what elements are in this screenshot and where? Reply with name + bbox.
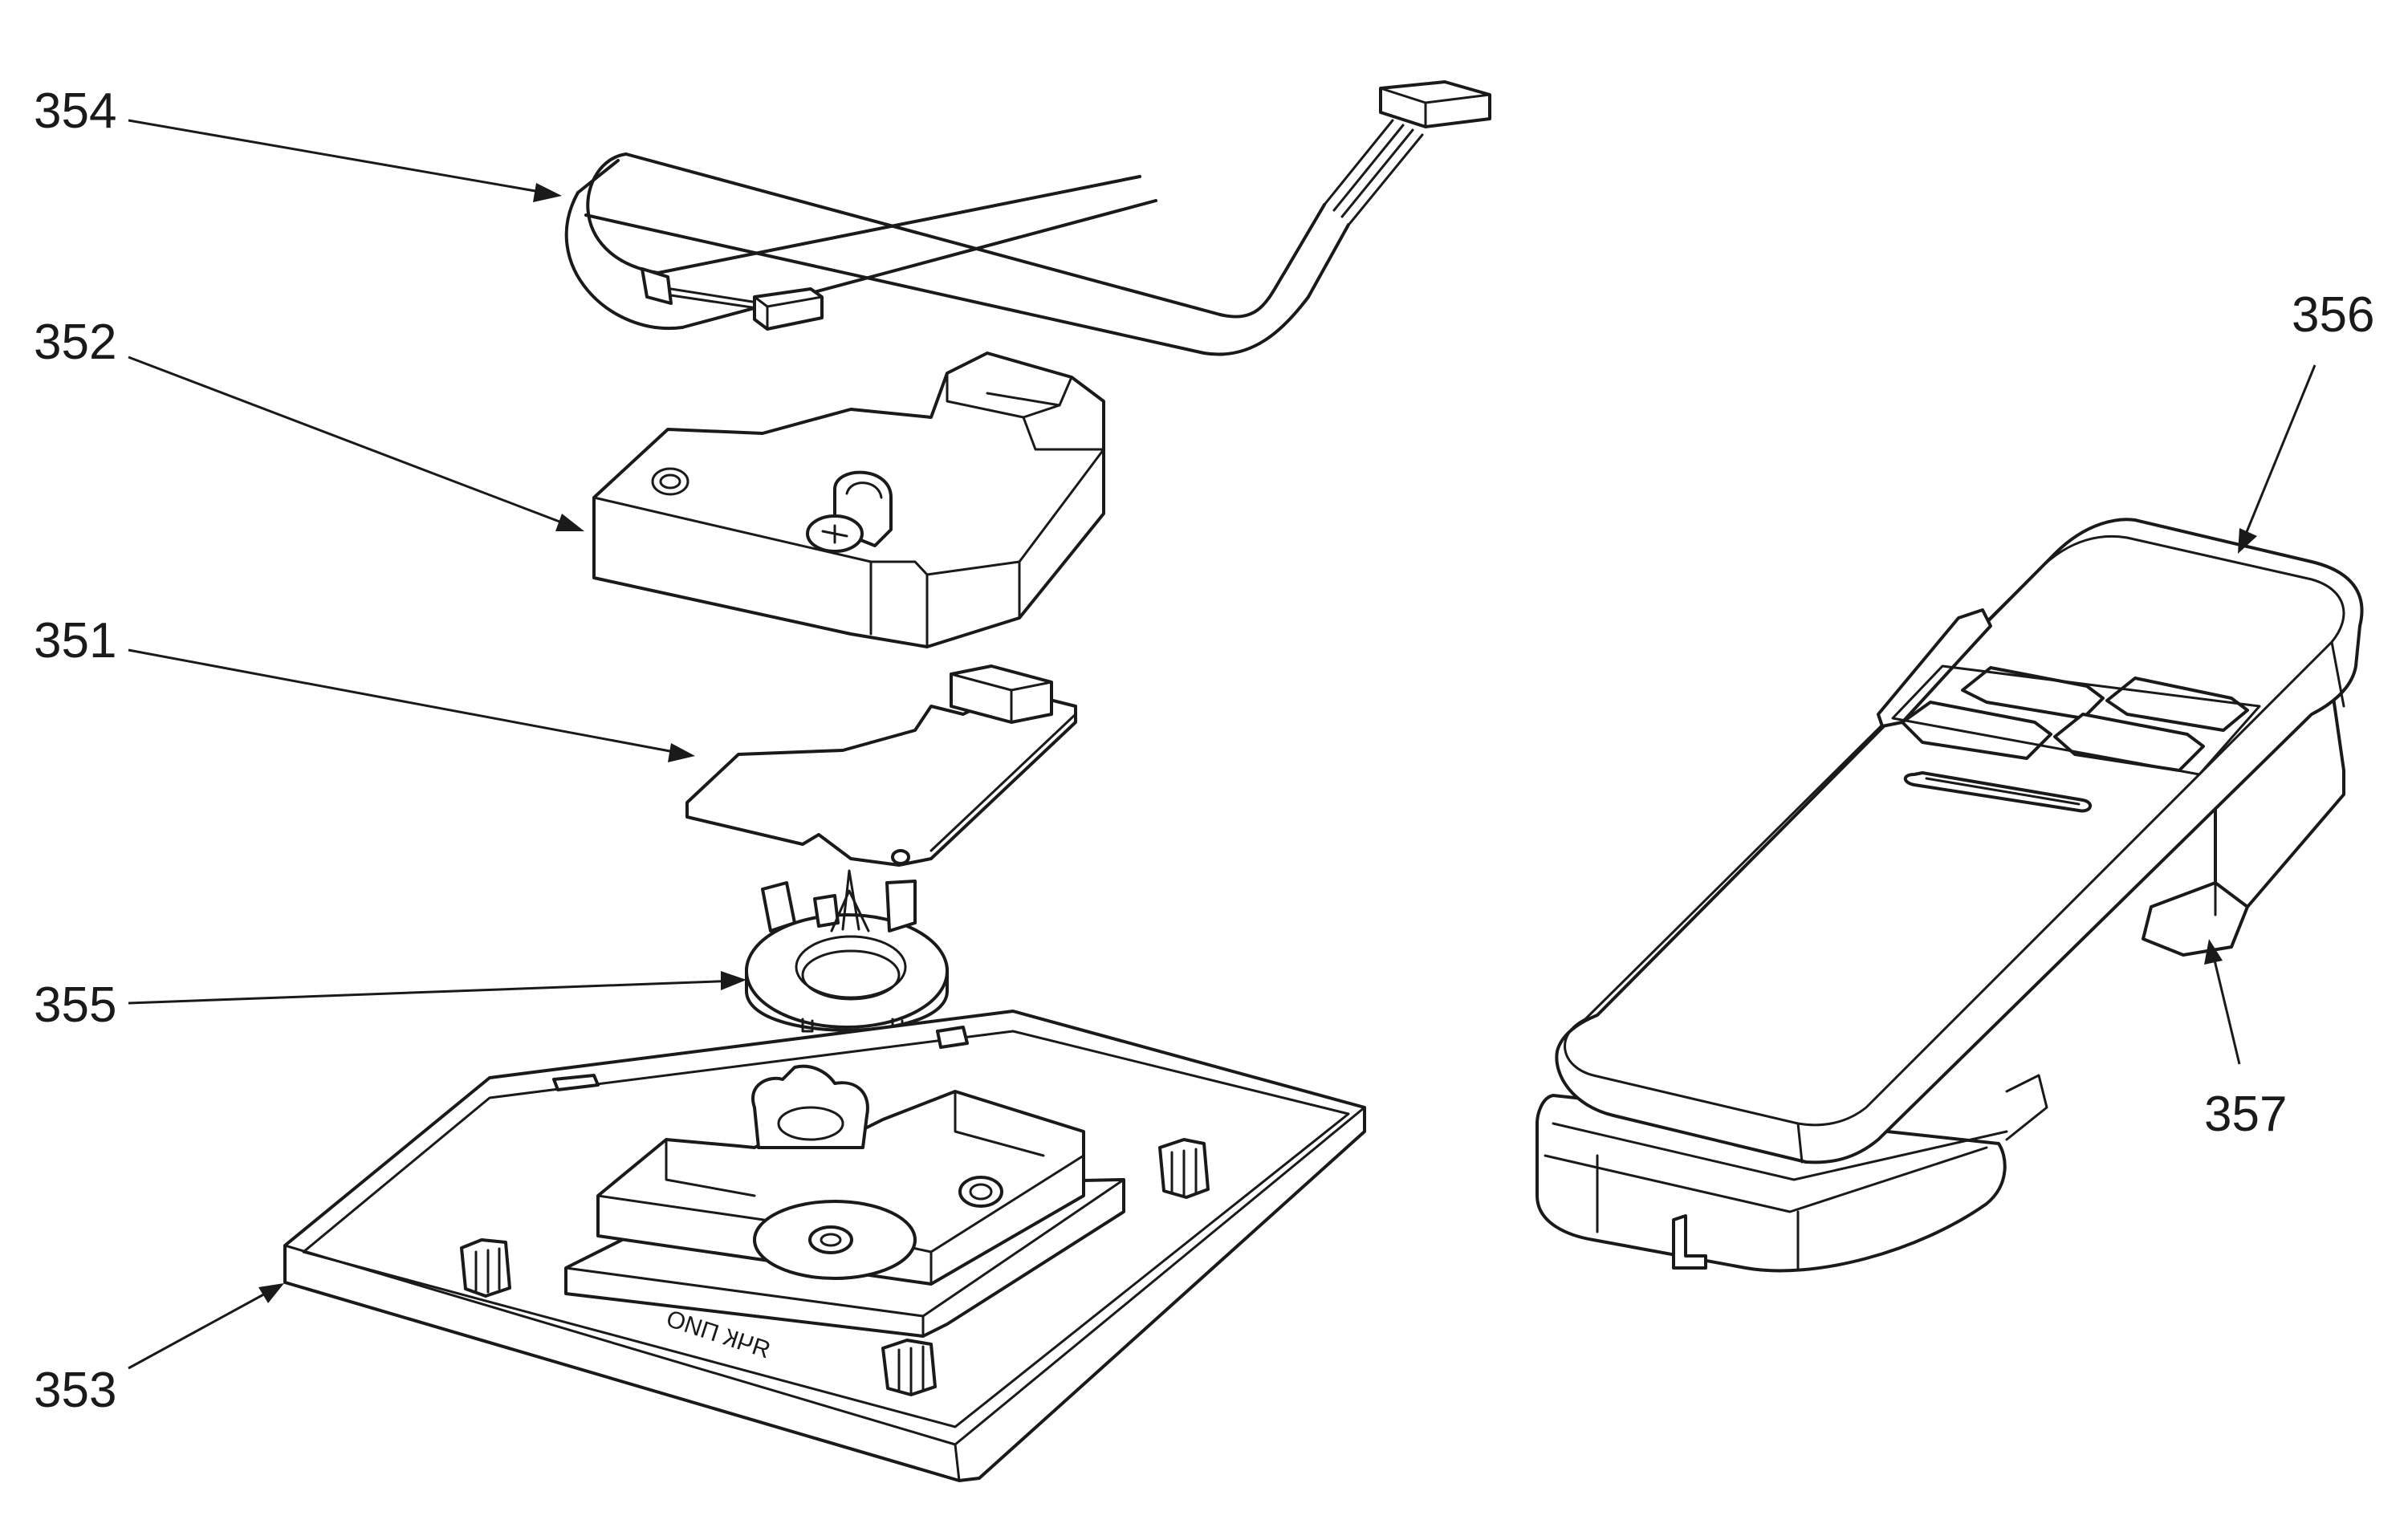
leader-lines (128, 119, 2316, 1370)
label-356: 356 (2292, 287, 2375, 343)
part-354-cable (564, 80, 1491, 356)
label-355: 355 (34, 977, 117, 1033)
label-351: 351 (34, 613, 117, 668)
part-356-remote (1536, 518, 2364, 1273)
label-352: 352 (34, 315, 117, 370)
part-352-cover (592, 351, 1105, 648)
label-357: 357 (2204, 1087, 2288, 1142)
label-353: 353 (34, 1363, 117, 1418)
part-353-base: ЯЧК ПИО (283, 1010, 1366, 1482)
label-354: 354 (34, 83, 117, 139)
part-355-ring (745, 869, 949, 1033)
part-351-pcb (685, 664, 1077, 867)
